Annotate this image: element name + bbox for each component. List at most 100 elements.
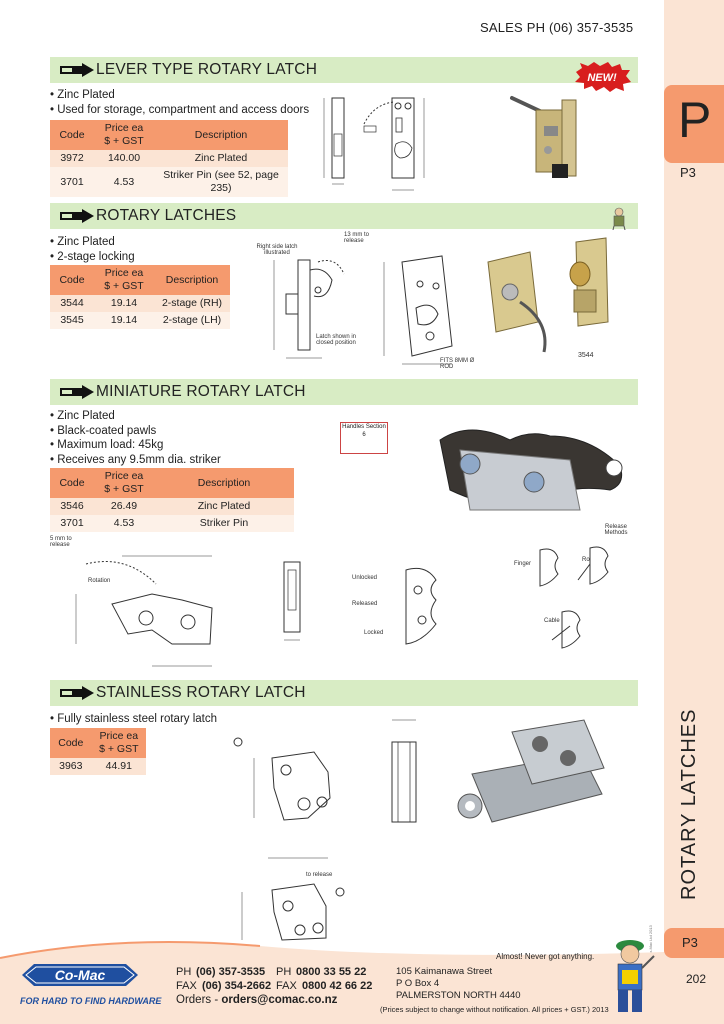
fax-label-2: FAX xyxy=(276,980,297,992)
caption-finger: Finger xyxy=(514,561,532,567)
miniature-latch-side-drawing xyxy=(283,561,301,641)
stainless-latch-photo xyxy=(457,719,605,823)
caption-rod: Rod xyxy=(582,557,594,563)
bullet-item: Black-coated pawls xyxy=(50,424,221,439)
bullet-list: Zinc Plated 2-stage locking xyxy=(50,235,135,265)
rotary-latch-front-drawing xyxy=(383,255,453,365)
caption-cable: Cable xyxy=(544,618,560,624)
section-code-bottom-tab[interactable]: P3 xyxy=(664,928,724,958)
section-letter: P xyxy=(678,92,712,148)
free-fax-number: 0800 42 66 22 xyxy=(302,980,373,992)
section-header-lever: LEVER TYPE ROTARY LATCH xyxy=(50,57,638,83)
sales-phone: SALES PH (06) 357-3535 xyxy=(480,20,634,35)
price-cell: 4.53 xyxy=(94,167,154,197)
lever-latch-drawing xyxy=(323,97,425,191)
description-header: Description xyxy=(154,120,288,150)
price-cell: 140.00 xyxy=(94,150,154,167)
photo-code: 3544 xyxy=(578,352,594,359)
caption-release: 5 mm to release xyxy=(50,536,72,548)
code-cell: 3546 xyxy=(50,498,94,515)
caption-rotation: Rotation xyxy=(88,578,111,584)
mascot-small-icon xyxy=(612,207,626,230)
bullet-item: Maximum load: 45kg xyxy=(50,438,221,453)
stainless-latch-drawing xyxy=(233,737,331,859)
rotary-latch-drawing xyxy=(273,259,345,359)
phone-label: PH xyxy=(176,966,192,978)
bullet-list: Fully stainless steel rotary latch xyxy=(50,712,217,727)
section-title: STAINLESS ROTARY LATCH xyxy=(96,684,306,701)
orders-line: Orders - orders@comac.co.nz xyxy=(176,994,337,1006)
comac-logo[interactable]: Co-Mac xyxy=(22,958,138,992)
code-cell: 3701 xyxy=(50,515,94,532)
latch-states-drawing xyxy=(405,567,437,645)
rotary-latch-photo xyxy=(487,237,609,353)
code-cell: 3963 xyxy=(50,758,92,775)
section-header-stainless: STAINLESS ROTARY LATCH xyxy=(50,680,638,706)
caption-locked: Locked xyxy=(364,630,384,636)
code-cell: 3701 xyxy=(50,167,94,197)
price-cell: 44.91 xyxy=(91,758,146,775)
freephone-number[interactable]: 0800 33 55 22 xyxy=(296,966,367,978)
mascot-caption: Almost! Never got anything. xyxy=(496,952,595,961)
section-code-bottom: P3 xyxy=(682,935,698,950)
price-header: Price ea $ + GST xyxy=(94,265,154,295)
description-header: Description xyxy=(154,265,230,295)
new-badge-icon: NEW! xyxy=(575,62,631,92)
arrow-icon xyxy=(60,686,94,700)
page-number: 202 xyxy=(686,972,707,986)
caption-release-stainless: to release xyxy=(306,872,333,878)
price-cell: 19.14 xyxy=(94,312,154,329)
mascot-icon xyxy=(616,940,655,1012)
description-header: Description xyxy=(154,468,294,498)
code-header: Code xyxy=(50,265,94,295)
price-header: Price ea $ + GST xyxy=(94,468,154,498)
price-cell: 19.14 xyxy=(94,295,154,312)
address-line-1: 105 Kaimanawa Street xyxy=(396,966,493,977)
section-title: LEVER TYPE ROTARY LATCH xyxy=(96,61,318,78)
caption-release: 13 mm to release xyxy=(344,232,370,244)
fax-label: FAX xyxy=(176,980,197,992)
caption-released: Released xyxy=(352,601,378,607)
arrow-icon xyxy=(60,385,94,399)
stainless-latch-side-drawing xyxy=(391,719,417,823)
logo-text: Co-Mac xyxy=(55,967,106,983)
fax-number: (06) 354-2662 xyxy=(202,980,272,992)
stainless-latch-bottom-drawing xyxy=(241,883,345,941)
price-cell: 26.49 xyxy=(94,498,154,515)
description-cell: Striker Pin xyxy=(154,515,294,532)
section-title: MINIATURE ROTARY LATCH xyxy=(96,383,306,400)
bullet-item: 2-stage locking xyxy=(50,250,134,265)
arrow-icon xyxy=(60,63,94,77)
bullet-item: Used for storage, compartment and access… xyxy=(50,103,309,118)
new-badge-text: NEW! xyxy=(587,72,617,84)
bullet-item: Zinc Plated xyxy=(50,235,135,250)
price-note: (Prices subject to change without notifi… xyxy=(380,1005,609,1014)
lever-latch-photo xyxy=(510,96,577,178)
caption-unlocked: Unlocked xyxy=(352,575,378,581)
code-header: Code xyxy=(50,728,92,758)
orders-email[interactable]: orders@comac.co.nz xyxy=(221,994,338,1006)
code-header: Code xyxy=(50,120,94,150)
section-tab[interactable]: P xyxy=(664,85,724,163)
handles-note[interactable]: Handles Section 6 xyxy=(340,422,388,454)
description-cell: 2-stage (RH) xyxy=(154,295,230,312)
caption-release-methods: Release Methods xyxy=(604,524,628,536)
section-code-top: P3 xyxy=(680,165,696,180)
code-cell: 3972 xyxy=(50,150,94,167)
code-cell: 3544 xyxy=(50,295,94,312)
release-methods-drawing xyxy=(539,546,609,649)
miniature-latch-drawing xyxy=(75,555,213,667)
price-header: Price ea $ + GST xyxy=(91,728,146,758)
arrow-icon xyxy=(60,209,94,223)
caption-right-side: Right side latch illustrated xyxy=(256,244,298,256)
footer-background xyxy=(0,941,664,1024)
description-cell: Zinc Plated xyxy=(154,150,288,167)
phone-number[interactable]: (06) 357-3535 xyxy=(196,966,266,978)
